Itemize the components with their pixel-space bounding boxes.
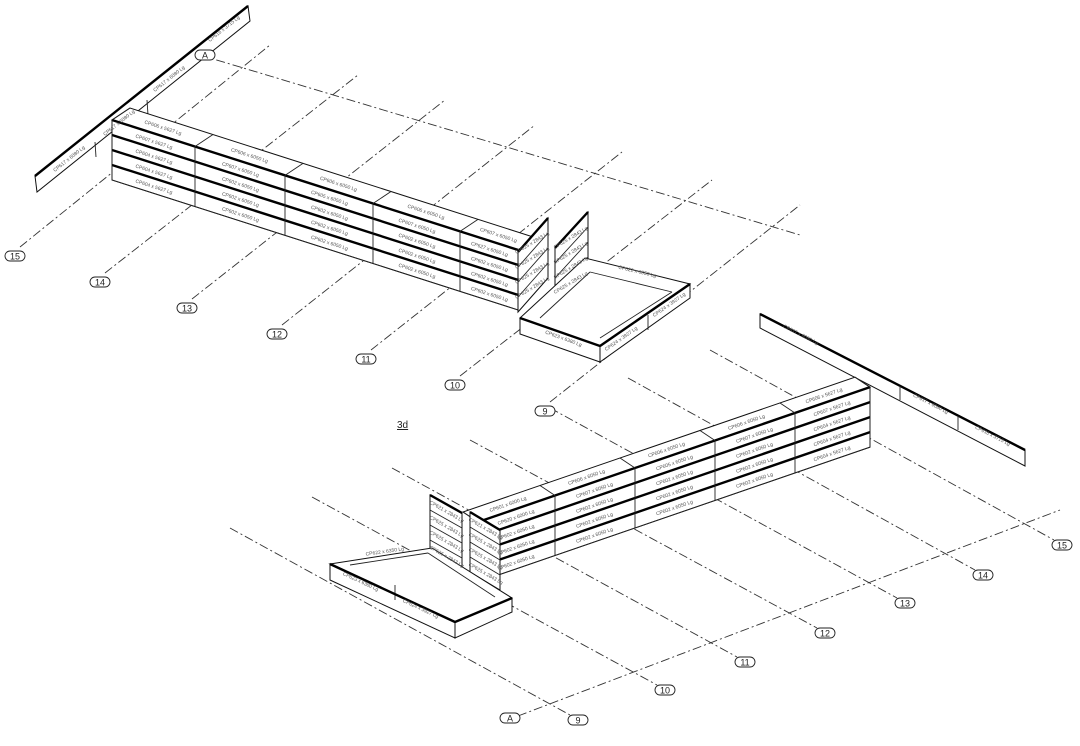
grid-bubble-label: 12 [272, 330, 282, 340]
grid-bubble [567, 714, 589, 726]
wing-top-edge [469, 510, 501, 532]
wall-top-edge [477, 386, 871, 524]
wing-course-line [429, 539, 463, 559]
wing-top-edge [517, 217, 549, 253]
bottom-beam-edge [759, 312, 1026, 452]
wing-course-line [554, 226, 589, 264]
wing-course-line [429, 509, 463, 529]
wall-panel-joint-top [459, 218, 479, 232]
wall-panel-joint-top [779, 402, 796, 414]
wall-panel-joint-top [372, 191, 392, 204]
slab-inner [539, 271, 591, 319]
wing-course-line [554, 241, 589, 279]
wing-top-edge [429, 493, 463, 515]
grid-bubble-label: A [202, 51, 208, 61]
grid-bubble [355, 353, 377, 365]
wing-course-line [517, 232, 549, 268]
grid-line-a [199, 54, 801, 236]
view-title: 3d [397, 420, 408, 431]
wall-panel-joint-top [619, 457, 636, 469]
grid-line-a [517, 509, 1061, 717]
wall-course-line [111, 179, 519, 311]
grid-bubble [266, 328, 288, 340]
grid-bubble-label: 9 [575, 716, 580, 726]
grid-bubble [654, 684, 676, 696]
wall-panel-joint-top [284, 162, 304, 176]
beam-joint [146, 99, 149, 116]
grid-bubble-label: 10 [450, 381, 460, 391]
slab-inner [589, 271, 673, 293]
grid-bubble [89, 276, 111, 288]
grid-bubble [894, 597, 916, 609]
slab-edge [329, 562, 456, 624]
grid-bubble-label: 13 [900, 599, 910, 609]
grid-line [549, 407, 898, 599]
grid-bubble [4, 250, 26, 262]
grid-bubble [972, 569, 994, 581]
wall-top-edge [111, 118, 519, 252]
slab-inner [427, 552, 496, 598]
wing-course-line [469, 526, 501, 546]
wall-course-line [111, 163, 519, 297]
grid-bubble-label: 11 [361, 355, 370, 365]
grid-bubble-label: A [507, 714, 513, 724]
top-beam-edge [34, 5, 249, 177]
grid-bubble [1051, 539, 1073, 551]
grid-bubble-label: 15 [1057, 541, 1067, 551]
grid-line [311, 496, 658, 686]
grid-bubble-label: 14 [978, 571, 988, 581]
wall-course-line [477, 401, 871, 539]
wall-course-line [477, 431, 871, 569]
wall-panel-joint-top [194, 134, 214, 147]
slab-label: CP622 x 6350 Lg [365, 546, 404, 557]
grid-line [469, 439, 818, 629]
slab-edge [519, 316, 601, 348]
wing-course-line [469, 556, 501, 576]
grid-bubble [734, 656, 756, 668]
grid-bubble-label: 13 [182, 304, 192, 314]
grid-line [229, 527, 571, 716]
beam-joint [94, 141, 97, 158]
grid-bubble-label: 9 [542, 407, 547, 417]
grid-bubble-label: 11 [740, 658, 749, 668]
grid-bubble-label: 14 [95, 278, 105, 288]
grid-line [391, 467, 738, 658]
grid-bubble [499, 712, 521, 724]
wall-panel-joint-top [539, 485, 556, 496]
grid-bubble [444, 379, 466, 391]
wall-course-line [477, 416, 871, 554]
grid-bubble [176, 302, 198, 314]
wall-panel-joint-top [854, 376, 871, 388]
slab-inner [349, 552, 429, 566]
wing-course-line [469, 541, 501, 561]
wall-panel-joint-top [111, 107, 131, 121]
slab-inner [599, 291, 673, 339]
grid-bubble-label: 12 [820, 629, 830, 639]
wing-course-line [517, 262, 549, 298]
wall-course-line [477, 446, 871, 583]
grid-line [709, 349, 1055, 541]
wall-panel-joint-top [699, 430, 716, 441]
wing-course-line [429, 524, 463, 544]
grid-line [627, 377, 976, 571]
wing-top-edge [554, 211, 589, 249]
wing-course-line [517, 247, 549, 283]
slab-edge [454, 596, 513, 624]
grid-bubble [194, 49, 216, 61]
grid-bubble-label: 10 [660, 686, 670, 696]
grid-bubble-label: 15 [10, 252, 20, 262]
grid-bubble [814, 627, 836, 639]
slab-edge [599, 283, 691, 347]
wall-course-line [111, 133, 519, 267]
grid-bubble [534, 405, 556, 417]
wall-course-line [111, 148, 519, 282]
